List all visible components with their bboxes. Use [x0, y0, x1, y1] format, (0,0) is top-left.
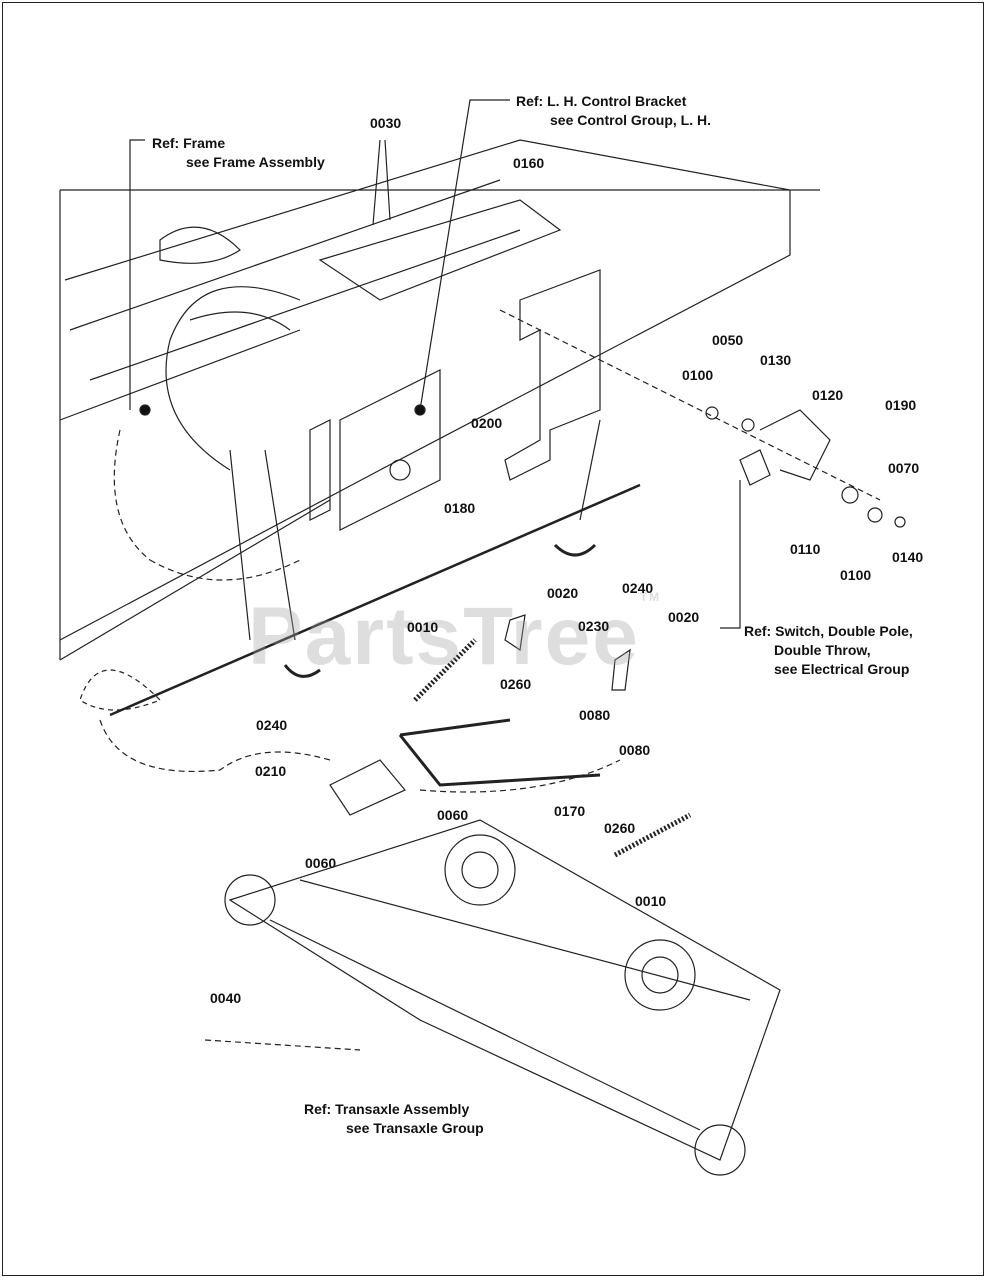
ref-transaxle-line1: Ref: Transaxle Assembly: [304, 1101, 470, 1117]
ref-transaxle-line2: see Transaxle Group: [346, 1120, 484, 1136]
ref-switch: Ref: Switch, Double Pole, Double Throw, …: [744, 622, 913, 679]
frame-outline: [59, 139, 820, 661]
part-label-0190: 0190: [885, 397, 917, 413]
part-label-0010-upper: 0010: [407, 619, 439, 635]
part-label-0210: 0210: [255, 763, 287, 779]
rod-0170: [398, 718, 601, 787]
part-label-0020-right: 0020: [668, 609, 700, 625]
part-label-0100-upper: 0100: [682, 367, 714, 383]
ref-control-bracket-line2: see Control Group, L. H.: [550, 112, 712, 128]
part-label-0180: 0180: [444, 500, 476, 516]
part-label-0080-upper: 0080: [579, 707, 611, 723]
ref-frame-line2: see Frame Assembly: [186, 154, 325, 170]
watermark-mark: TM: [639, 590, 662, 604]
part-label-0100-lower: 0100: [840, 567, 872, 583]
part-label-0060-right: 0060: [437, 807, 469, 823]
part-label-0040: 0040: [210, 990, 242, 1006]
part-label-0230: 0230: [578, 618, 610, 634]
part-label-0010-lower: 0010: [635, 893, 667, 909]
watermark: PartsTreeTM: [248, 590, 661, 684]
ref-switch-line3: see Electrical Group: [774, 661, 910, 677]
part-label-0050: 0050: [712, 332, 744, 348]
ref-switch-line2: Double Throw,: [774, 642, 871, 658]
part-label-0170: 0170: [554, 803, 586, 819]
part-label-0160: 0160: [513, 155, 545, 171]
ref-frame: Ref: Frame see Frame Assembly: [152, 134, 325, 172]
part-label-0260-lower: 0260: [604, 820, 636, 836]
ref-control-bracket-line1: Ref: L. H. Control Bracket: [516, 93, 687, 109]
part-label-0020-left: 0020: [547, 585, 579, 601]
ref-transaxle: Ref: Transaxle Assembly see Transaxle Gr…: [304, 1100, 484, 1138]
ref-switch-line1: Ref: Switch, Double Pole,: [744, 623, 913, 639]
part-label-0240-right: 0240: [622, 580, 654, 596]
cable-0180: [109, 483, 641, 717]
part-label-0070: 0070: [888, 460, 920, 476]
watermark-text: PartsTree: [248, 591, 640, 682]
part-label-0060-left: 0060: [305, 855, 337, 871]
part-label-0140: 0140: [892, 549, 924, 565]
part-label-0240-left: 0240: [256, 717, 288, 733]
part-label-0120: 0120: [812, 387, 844, 403]
bracket-0200: [504, 269, 601, 481]
part-label-0110: 0110: [790, 541, 821, 557]
control-bracket: [309, 369, 441, 531]
part-label-0080-lower: 0080: [619, 742, 651, 758]
part-label-0200: 0200: [471, 415, 503, 431]
ref-control-bracket: Ref: L. H. Control Bracket see Control G…: [516, 92, 711, 130]
transaxle-outline: [228, 819, 781, 1161]
ref-frame-line1: Ref: Frame: [152, 135, 226, 151]
part-label-0030: 0030: [370, 115, 402, 131]
part-label-0130: 0130: [760, 352, 792, 368]
bracket-0210: [329, 759, 406, 816]
part-label-0260-upper: 0260: [500, 676, 532, 692]
